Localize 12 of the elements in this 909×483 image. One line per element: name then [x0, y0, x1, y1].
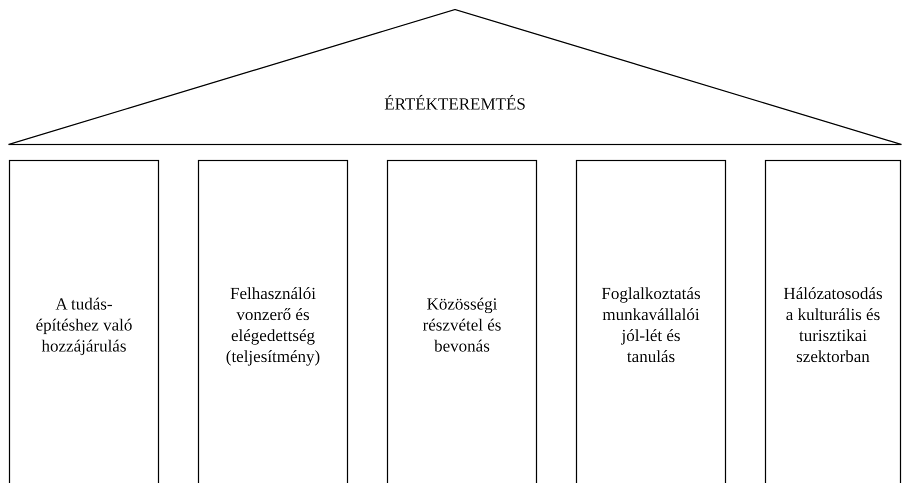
pillar-label: Közösségi részvétel és bevonás	[422, 294, 502, 356]
roof-triangle	[8, 9, 902, 145]
pillar	[765, 160, 901, 483]
pillar-label: Foglalkoztatás munkavállalói jól-lét és tanulás	[600, 283, 702, 367]
pillar	[387, 160, 537, 483]
roof-title: ÉRTÉKTEREMTÉS	[383, 94, 527, 115]
pillar	[9, 160, 159, 483]
pillar	[576, 160, 726, 483]
pillar-label: A tudás-építéshez való hozzájárulás	[34, 294, 134, 356]
pillar	[198, 160, 348, 483]
pillar-label: Hálózatosodás a kulturális és turisztikai szektorban	[782, 283, 884, 367]
pillar-label: Felhasználói vonzerő és elégedettség (teljesítmény)	[224, 283, 322, 367]
